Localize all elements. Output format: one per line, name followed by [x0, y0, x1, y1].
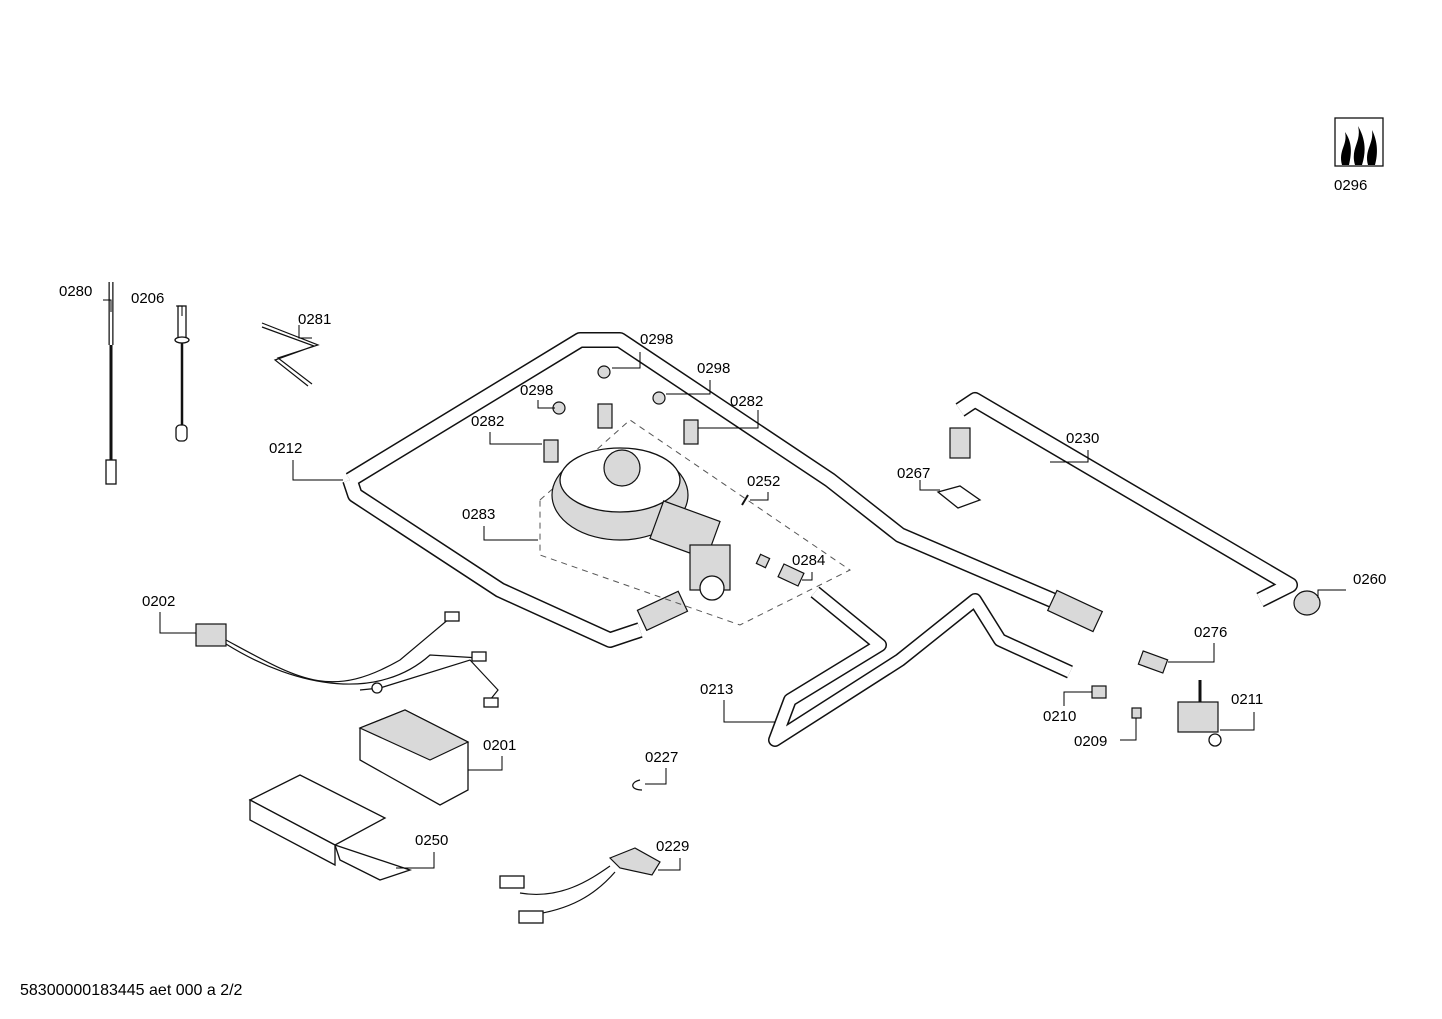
part-label-0210: 0210: [1043, 708, 1077, 725]
bracket-0250-part: [248, 774, 413, 881]
part-label-0260: 0260: [1353, 571, 1387, 588]
gas-pipe-0212-part: [342, 332, 1084, 648]
part-label-0298-c: 0298: [697, 360, 731, 377]
part-label-0212: 0212: [269, 440, 303, 457]
part-label-0201: 0201: [483, 737, 517, 754]
screw-0298-a: [597, 365, 611, 379]
part-label-0296: 0296: [1334, 177, 1368, 194]
wiring-harness-0202-part: [195, 611, 499, 708]
part-label-0206: 0206: [131, 290, 165, 307]
connector-0276-part: [1137, 650, 1169, 674]
valve-body-0283-part: [551, 447, 731, 601]
part-label-0267: 0267: [897, 465, 931, 482]
part-label-0230: 0230: [1066, 430, 1100, 447]
part-label-0227: 0227: [645, 749, 679, 766]
part-label-0209: 0209: [1074, 733, 1108, 750]
gas-flame-symbol-icon: [1334, 117, 1384, 167]
part-label-0229: 0229: [656, 838, 690, 855]
clip-0227-part: [632, 779, 643, 791]
part-label-0252: 0252: [747, 473, 781, 490]
part-label-0282-b: 0282: [471, 413, 505, 430]
part-label-0211: 0211: [1231, 691, 1264, 708]
part-label-0284: 0284: [792, 552, 826, 569]
injector-0284-part: [777, 563, 805, 587]
part-label-0280: 0280: [59, 283, 93, 300]
thermocouple-part: [105, 282, 117, 485]
assembly-dashed-outline: [539, 419, 851, 626]
ignition-module-0201-part: [358, 709, 470, 806]
part-label-0298-b: 0298: [520, 382, 554, 399]
spring-0282-c: [683, 419, 699, 445]
clip-0281-part: [261, 322, 320, 387]
spring-0282-b: [543, 439, 559, 463]
part-label-0298-a: 0298: [640, 331, 674, 348]
part-label-0213: 0213: [700, 681, 734, 698]
screw-0252-part: [741, 494, 749, 506]
part-label-0276: 0276: [1194, 624, 1228, 641]
part-label-0282-a: 0282: [730, 393, 764, 410]
part-label-0283: 0283: [462, 506, 496, 523]
gasket-0267-part: [936, 485, 982, 509]
valve-0211-part: [1177, 680, 1222, 747]
document-number: 58300000183445 aet 000 a 2/2: [20, 982, 243, 999]
ignition-electrode-part: [174, 305, 190, 442]
part-label-0281: 0281: [298, 311, 332, 328]
nut-0260-part: [1293, 590, 1321, 616]
pipe-fitting-0230: [949, 427, 971, 459]
screw-0298-c: [652, 391, 666, 405]
nozzle-0209-part: [1131, 707, 1142, 719]
fitting-0210-part: [1091, 685, 1107, 699]
part-label-0202: 0202: [142, 593, 176, 610]
leader-lines: [103, 299, 1346, 871]
switch-0229-part: [499, 847, 661, 924]
spring-0282-a: [597, 403, 613, 429]
part-label-0250: 0250: [415, 832, 449, 849]
